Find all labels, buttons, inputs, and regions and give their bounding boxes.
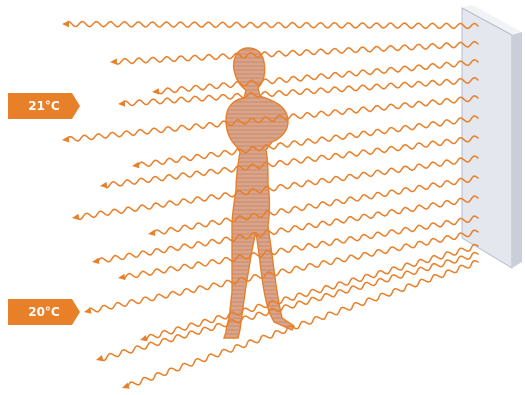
heat-ray-arrowhead-2 xyxy=(110,59,117,65)
heat-ray-arrowhead-7 xyxy=(100,182,107,188)
heat-ray-arrowhead-10 xyxy=(92,258,99,264)
heat-ray-arrowhead-3 xyxy=(152,88,159,94)
heat-ray-2 xyxy=(116,42,478,65)
heat-ray-arrowhead-5 xyxy=(62,136,69,142)
heat-ray-15 xyxy=(128,261,478,387)
heat-ray-1 xyxy=(68,22,478,29)
heat-ray-arrowhead-13 xyxy=(140,335,148,341)
heat-ray-6 xyxy=(138,116,478,166)
heat-ray-arrowhead-11 xyxy=(118,274,125,280)
upper-temperature-label: 21°C xyxy=(28,99,60,113)
heat-ray-7 xyxy=(106,136,478,188)
heat-ray-arrowhead-14 xyxy=(96,355,104,361)
panel-side-face xyxy=(512,32,522,268)
panel-front-face xyxy=(462,8,512,268)
heat-ray-3 xyxy=(158,60,478,94)
heat-ray-arrowhead-1 xyxy=(62,21,69,27)
heat-ray-arrowhead-6 xyxy=(132,162,139,168)
lower-temperature-label: 20°C xyxy=(28,305,60,319)
heat-ray-arrowhead-4 xyxy=(118,100,125,106)
heat-ray-arrowhead-8 xyxy=(72,214,79,220)
heat-ray-arrowhead-9 xyxy=(148,230,155,236)
heat-ray-13 xyxy=(146,245,478,341)
temperature-badge-lower: 20°C xyxy=(8,299,80,325)
heat-ray-arrowhead-12 xyxy=(84,308,92,314)
temperature-badge-upper: 21°C xyxy=(8,93,80,119)
